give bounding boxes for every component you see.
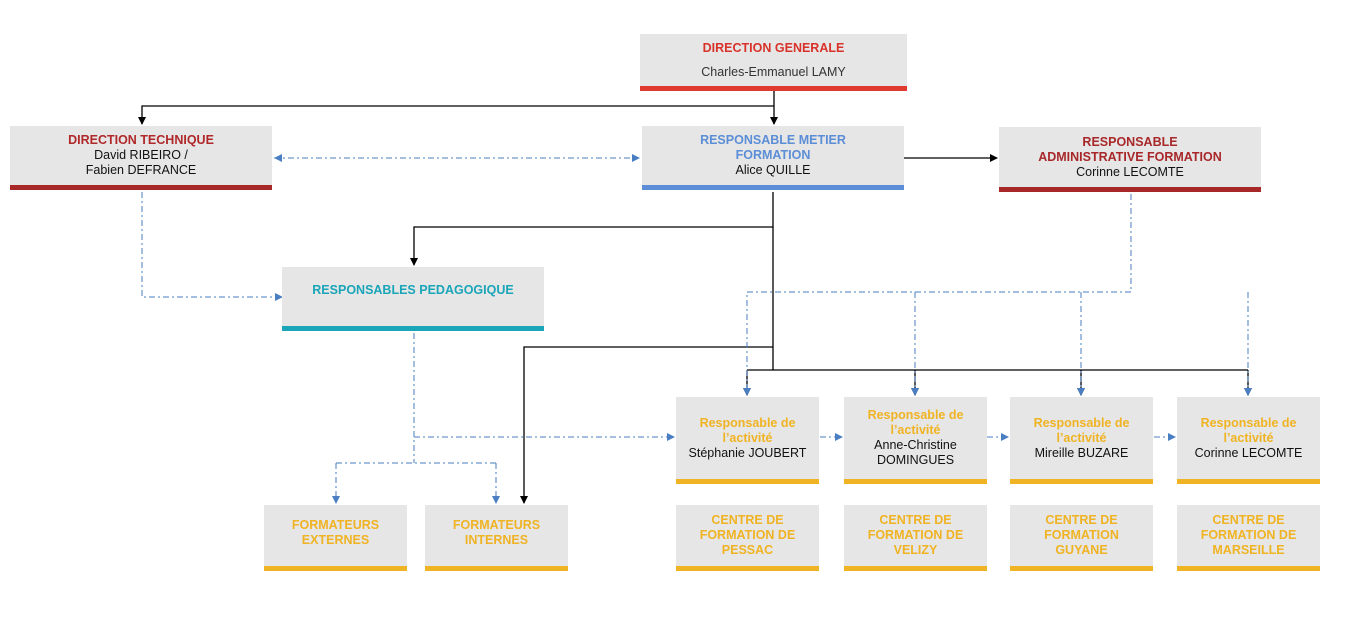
node-direction-technique: DIRECTION TECHNIQUE David RIBEIRO / Fabi… xyxy=(10,126,272,190)
direction-generale-title: DIRECTION GENERALE xyxy=(702,40,845,55)
node-responsable-activite: Responsable de l’activité Anne-Christine… xyxy=(844,397,987,484)
direction-technique-accent-bar xyxy=(10,185,272,190)
responsable-metier-accent-bar xyxy=(642,185,904,190)
formateurs-externes-line-1: FORMATEURS xyxy=(291,518,380,532)
centre-accent-bar xyxy=(1010,566,1153,571)
responsable-metier-title-2: FORMATION xyxy=(735,148,811,162)
centre-accent-bar xyxy=(844,566,987,571)
activity-name-1: Anne-Christine xyxy=(874,438,957,452)
activity-accent-bar xyxy=(676,479,819,484)
formateurs-externes-line-2: EXTERNES xyxy=(301,533,370,547)
centre-line-2: FORMATION xyxy=(1044,528,1119,542)
activity-title-1: Responsable de xyxy=(1033,415,1130,430)
direction-technique-name-2: Fabien DEFRANCE xyxy=(85,163,197,177)
formateurs-internes-accent-bar xyxy=(425,566,568,571)
activity-accent-bar xyxy=(844,479,987,484)
centre-line-3: VELIZY xyxy=(893,543,938,557)
formateurs-internes-line-2: INTERNES xyxy=(464,533,529,547)
activity-title-1: Responsable de xyxy=(867,408,964,422)
node-centre-formation: CENTRE DE FORMATION DE MARSEILLE xyxy=(1177,505,1320,571)
centre-line-1: CENTRE DE xyxy=(879,513,952,527)
direction-technique-name-1: David RIBEIRO / xyxy=(94,148,188,162)
direction-generale-accent-bar xyxy=(640,86,907,91)
responsable-metier-name: Alice QUILLE xyxy=(735,163,811,177)
centre-line-3: MARSEILLE xyxy=(1212,543,1285,557)
formateurs-externes-accent-bar xyxy=(264,566,407,571)
centre-line-2: FORMATION DE xyxy=(699,528,796,542)
node-formateurs-externes: FORMATEURS EXTERNES xyxy=(264,505,407,571)
centre-line-1: CENTRE DE xyxy=(1045,513,1118,527)
centre-line-1: CENTRE DE xyxy=(711,513,784,527)
activity-title-2: l’activité xyxy=(890,423,941,437)
formateurs-internes-line-1: FORMATEURS xyxy=(452,518,541,532)
node-centre-formation: CENTRE DE FORMATION DE PESSAC xyxy=(676,505,819,571)
centre-line-2: FORMATION DE xyxy=(1200,528,1297,542)
node-responsable-administrative: RESPONSABLE ADMINISTRATIVE FORMATION Cor… xyxy=(999,127,1261,192)
responsable-metier-title-1: RESPONSABLE METIER xyxy=(700,133,846,147)
node-responsable-activite: Responsable de l’activité Corinne LECOMT… xyxy=(1177,397,1320,484)
centre-line-2: FORMATION DE xyxy=(867,528,964,542)
activity-title-1: Responsable de xyxy=(1200,415,1297,430)
activity-title-1: Responsable de xyxy=(699,415,796,430)
node-responsables-pedagogique: RESPONSABLES PEDAGOGIQUE xyxy=(282,267,544,331)
activity-name-1: Stéphanie JOUBERT xyxy=(688,445,807,460)
activity-title-2: l’activité xyxy=(1056,430,1107,445)
activity-title-2: l’activité xyxy=(1223,430,1274,445)
node-formateurs-internes: FORMATEURS INTERNES xyxy=(425,505,568,571)
node-direction-generale: DIRECTION GENERALE Charles-Emmanuel LAMY xyxy=(640,34,907,91)
responsable-admin-accent-bar xyxy=(999,187,1261,192)
node-responsable-activite: Responsable de l’activité Mireille BUZAR… xyxy=(1010,397,1153,484)
activity-name-1: Corinne LECOMTE xyxy=(1194,445,1303,460)
responsable-admin-title-1: RESPONSABLE xyxy=(1082,134,1178,149)
activity-accent-bar xyxy=(1010,479,1153,484)
activity-accent-bar xyxy=(1177,479,1320,484)
node-responsable-activite: Responsable de l’activité Stéphanie JOUB… xyxy=(676,397,819,484)
activity-name-2: DOMINGUES xyxy=(876,453,955,467)
responsable-admin-title-2: ADMINISTRATIVE FORMATION xyxy=(1038,149,1222,164)
responsables-pedagogique-accent-bar xyxy=(282,326,544,331)
activity-name-1: Mireille BUZARE xyxy=(1034,445,1129,460)
node-centre-formation: CENTRE DE FORMATION GUYANE xyxy=(1010,505,1153,571)
centre-accent-bar xyxy=(676,566,819,571)
centre-line-3: PESSAC xyxy=(721,543,774,557)
centre-line-3: GUYANE xyxy=(1055,543,1108,557)
centre-line-1: CENTRE DE xyxy=(1212,513,1285,527)
direction-technique-title: DIRECTION TECHNIQUE xyxy=(68,133,214,147)
responsables-pedagogique-title: RESPONSABLES PEDAGOGIQUE xyxy=(312,283,514,297)
activity-title-2: l’activité xyxy=(722,430,773,445)
centre-accent-bar xyxy=(1177,566,1320,571)
responsable-admin-name: Corinne LECOMTE xyxy=(1076,164,1184,179)
node-centre-formation: CENTRE DE FORMATION DE VELIZY xyxy=(844,505,987,571)
direction-generale-name: Charles-Emmanuel LAMY xyxy=(701,64,846,79)
node-responsable-metier-formation: RESPONSABLE METIER FORMATION Alice QUILL… xyxy=(642,126,904,190)
